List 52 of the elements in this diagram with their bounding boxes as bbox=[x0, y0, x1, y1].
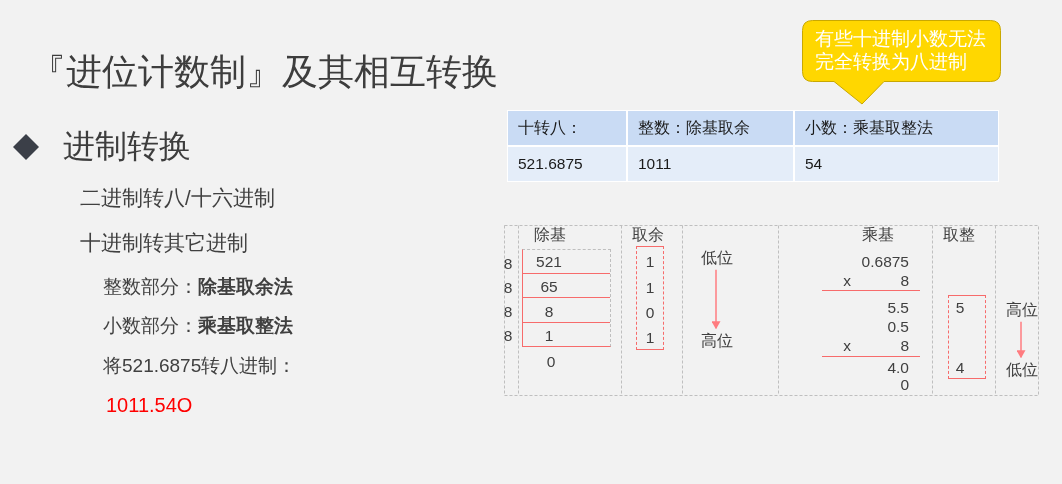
multiply-sign: x bbox=[843, 273, 851, 289]
column-heading: 取整 bbox=[943, 227, 975, 243]
list-item: 小数部分：乘基取整法 bbox=[103, 315, 293, 335]
remainder-digit: 1 bbox=[645, 254, 655, 270]
digit-order-label: 高位 bbox=[701, 333, 733, 349]
multiplicand-number: 0.6875 bbox=[861, 254, 909, 270]
remainder-digit: 0 bbox=[645, 305, 655, 321]
list-item: 二进制转八/十六进制 bbox=[80, 187, 275, 209]
list-item: 整数部分：除基取余法 bbox=[103, 276, 293, 296]
callout-bubble bbox=[802, 20, 1001, 105]
fraction-number: 0 bbox=[900, 377, 909, 393]
arrow bbox=[711, 269, 721, 330]
digit-order-label: 低位 bbox=[701, 250, 733, 266]
product-number: 4.0 bbox=[887, 360, 909, 376]
product-number: 5.5 bbox=[887, 300, 909, 316]
dividend-number: 1 bbox=[544, 328, 554, 344]
remainder-box bbox=[636, 246, 664, 350]
divisor-number: 8 bbox=[503, 304, 513, 320]
multiplier-number: 8 bbox=[900, 273, 909, 289]
divisor-number: 8 bbox=[503, 328, 513, 344]
dividend-number: 8 bbox=[544, 304, 554, 320]
integer-digit: 5 bbox=[955, 300, 965, 316]
divisor-number: 8 bbox=[503, 280, 513, 296]
column-heading: 乘基 bbox=[862, 227, 894, 243]
dividend-number: 521 bbox=[536, 254, 562, 270]
dividend-number: 65 bbox=[540, 279, 558, 295]
remainder-digit: 1 bbox=[645, 280, 655, 296]
divisor-number: 8 bbox=[503, 256, 513, 272]
arrow bbox=[1016, 321, 1026, 359]
table-header-cell: 整数：除基取余 bbox=[627, 110, 794, 146]
column-heading: 取余 bbox=[632, 227, 664, 243]
digit-order-label: 低位 bbox=[1006, 362, 1038, 378]
division-bracket bbox=[522, 249, 611, 347]
integer-digit: 4 bbox=[955, 360, 965, 376]
section-heading: 进制转换 bbox=[63, 130, 191, 162]
table-data-cell: 1011 bbox=[627, 146, 794, 182]
table-header-cell: 小数：乘基取整法 bbox=[794, 110, 999, 146]
integer-part-box bbox=[948, 295, 986, 379]
multiplier-number: 8 bbox=[900, 338, 909, 354]
list-item: 将521.6875转八进制： bbox=[103, 355, 297, 375]
digit-order-label: 高位 bbox=[1006, 302, 1038, 318]
list-item: 十进制转其它进制 bbox=[80, 232, 248, 254]
table-data-cell: 54 bbox=[794, 146, 999, 182]
table-header-cell: 十转八： bbox=[507, 110, 627, 146]
multiply-sign: x bbox=[843, 338, 851, 354]
remainder-digit: 1 bbox=[645, 330, 655, 346]
fraction-number: 0.5 bbox=[887, 319, 909, 335]
quotient-number: 0 bbox=[546, 354, 556, 370]
callout-text: 有些十进制小数无法完全转换为八进制 bbox=[815, 27, 987, 73]
slide-title: 『进位计数制』及其相互转换 bbox=[30, 55, 498, 91]
answer-text: 1011.54O bbox=[106, 395, 193, 415]
table-data-cell: 521.6875 bbox=[507, 146, 627, 182]
